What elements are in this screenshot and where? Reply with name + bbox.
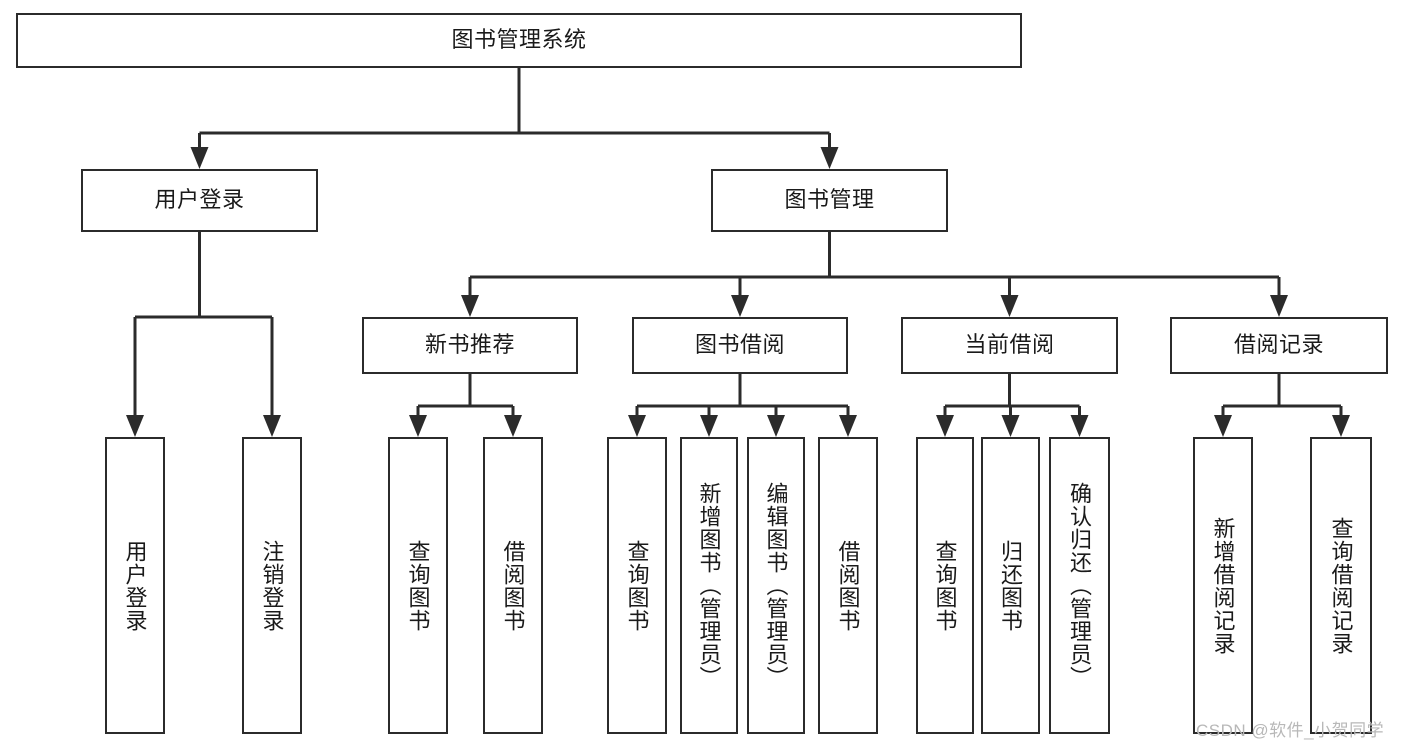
arrowhead	[126, 415, 144, 437]
arrowhead	[820, 147, 839, 169]
node-leaf-add-book[interactable]: 新增图书（管理员）	[680, 437, 738, 734]
node-leaf-query-book-1[interactable]: 查询图书	[388, 437, 448, 734]
node-leaf-query-book-2[interactable]: 查询图书	[607, 437, 667, 734]
node-label: 归还图书	[998, 539, 1024, 632]
arrowhead	[731, 295, 749, 317]
node-label: 编辑图书（管理员）	[763, 482, 789, 689]
node-user-login[interactable]: 用户登录	[81, 169, 318, 232]
node-label: 当前借阅	[964, 332, 1055, 358]
node-label: 确认归还（管理员）	[1067, 482, 1093, 689]
arrowhead	[936, 415, 954, 437]
arrowhead	[504, 415, 522, 437]
node-label: 图书管理	[784, 187, 875, 213]
node-leaf-query-book-3[interactable]: 查询图书	[916, 437, 974, 734]
arrowhead	[700, 415, 718, 437]
node-label: 图书借阅	[694, 332, 785, 358]
arrowhead	[1001, 415, 1020, 437]
node-label: 新增图书（管理员）	[696, 482, 722, 689]
node-label: 借阅图书	[835, 539, 861, 632]
arrowhead	[1000, 295, 1019, 317]
node-label: 借阅图书	[500, 539, 526, 632]
node-leaf-query-record[interactable]: 查询借阅记录	[1310, 437, 1372, 734]
node-leaf-add-record[interactable]: 新增借阅记录	[1193, 437, 1253, 734]
node-current-borrow[interactable]: 当前借阅	[901, 317, 1118, 374]
node-label: 注销登录	[259, 539, 285, 632]
node-label: 用户登录	[122, 539, 148, 632]
node-label: 新增借阅记录	[1210, 516, 1236, 655]
arrowhead	[767, 415, 785, 437]
node-book-manage[interactable]: 图书管理	[711, 169, 948, 232]
node-label: 图书管理系统	[451, 27, 587, 53]
arrowhead	[628, 415, 646, 437]
node-label: 查询图书	[624, 539, 650, 632]
node-root[interactable]: 图书管理系统	[16, 13, 1022, 68]
arrowhead	[409, 415, 427, 437]
arrowhead	[1070, 415, 1089, 437]
node-label: 查询图书	[932, 539, 958, 632]
node-book-borrow[interactable]: 图书借阅	[632, 317, 848, 374]
node-borrow-record[interactable]: 借阅记录	[1170, 317, 1388, 374]
arrowhead	[1270, 295, 1288, 317]
arrowhead	[461, 295, 479, 317]
node-label: 新书推荐	[424, 332, 515, 358]
node-leaf-return-book[interactable]: 归还图书	[981, 437, 1040, 734]
arrowhead	[1332, 415, 1350, 437]
node-leaf-user-login[interactable]: 用户登录	[105, 437, 165, 734]
arrowhead	[263, 415, 281, 437]
node-leaf-borrow-book-2[interactable]: 借阅图书	[818, 437, 878, 734]
node-label: 用户登录	[154, 187, 245, 213]
node-leaf-confirm-return[interactable]: 确认归还（管理员）	[1049, 437, 1110, 734]
node-new-book-rec[interactable]: 新书推荐	[362, 317, 578, 374]
arrowhead	[1214, 415, 1232, 437]
node-label: 借阅记录	[1233, 332, 1324, 358]
node-label: 查询图书	[405, 539, 431, 632]
node-leaf-edit-book[interactable]: 编辑图书（管理员）	[747, 437, 805, 734]
arrowhead	[839, 415, 857, 437]
node-leaf-borrow-book-1[interactable]: 借阅图书	[483, 437, 543, 734]
arrowhead	[190, 147, 209, 169]
node-label: 查询借阅记录	[1328, 516, 1354, 655]
node-leaf-logout[interactable]: 注销登录	[242, 437, 302, 734]
